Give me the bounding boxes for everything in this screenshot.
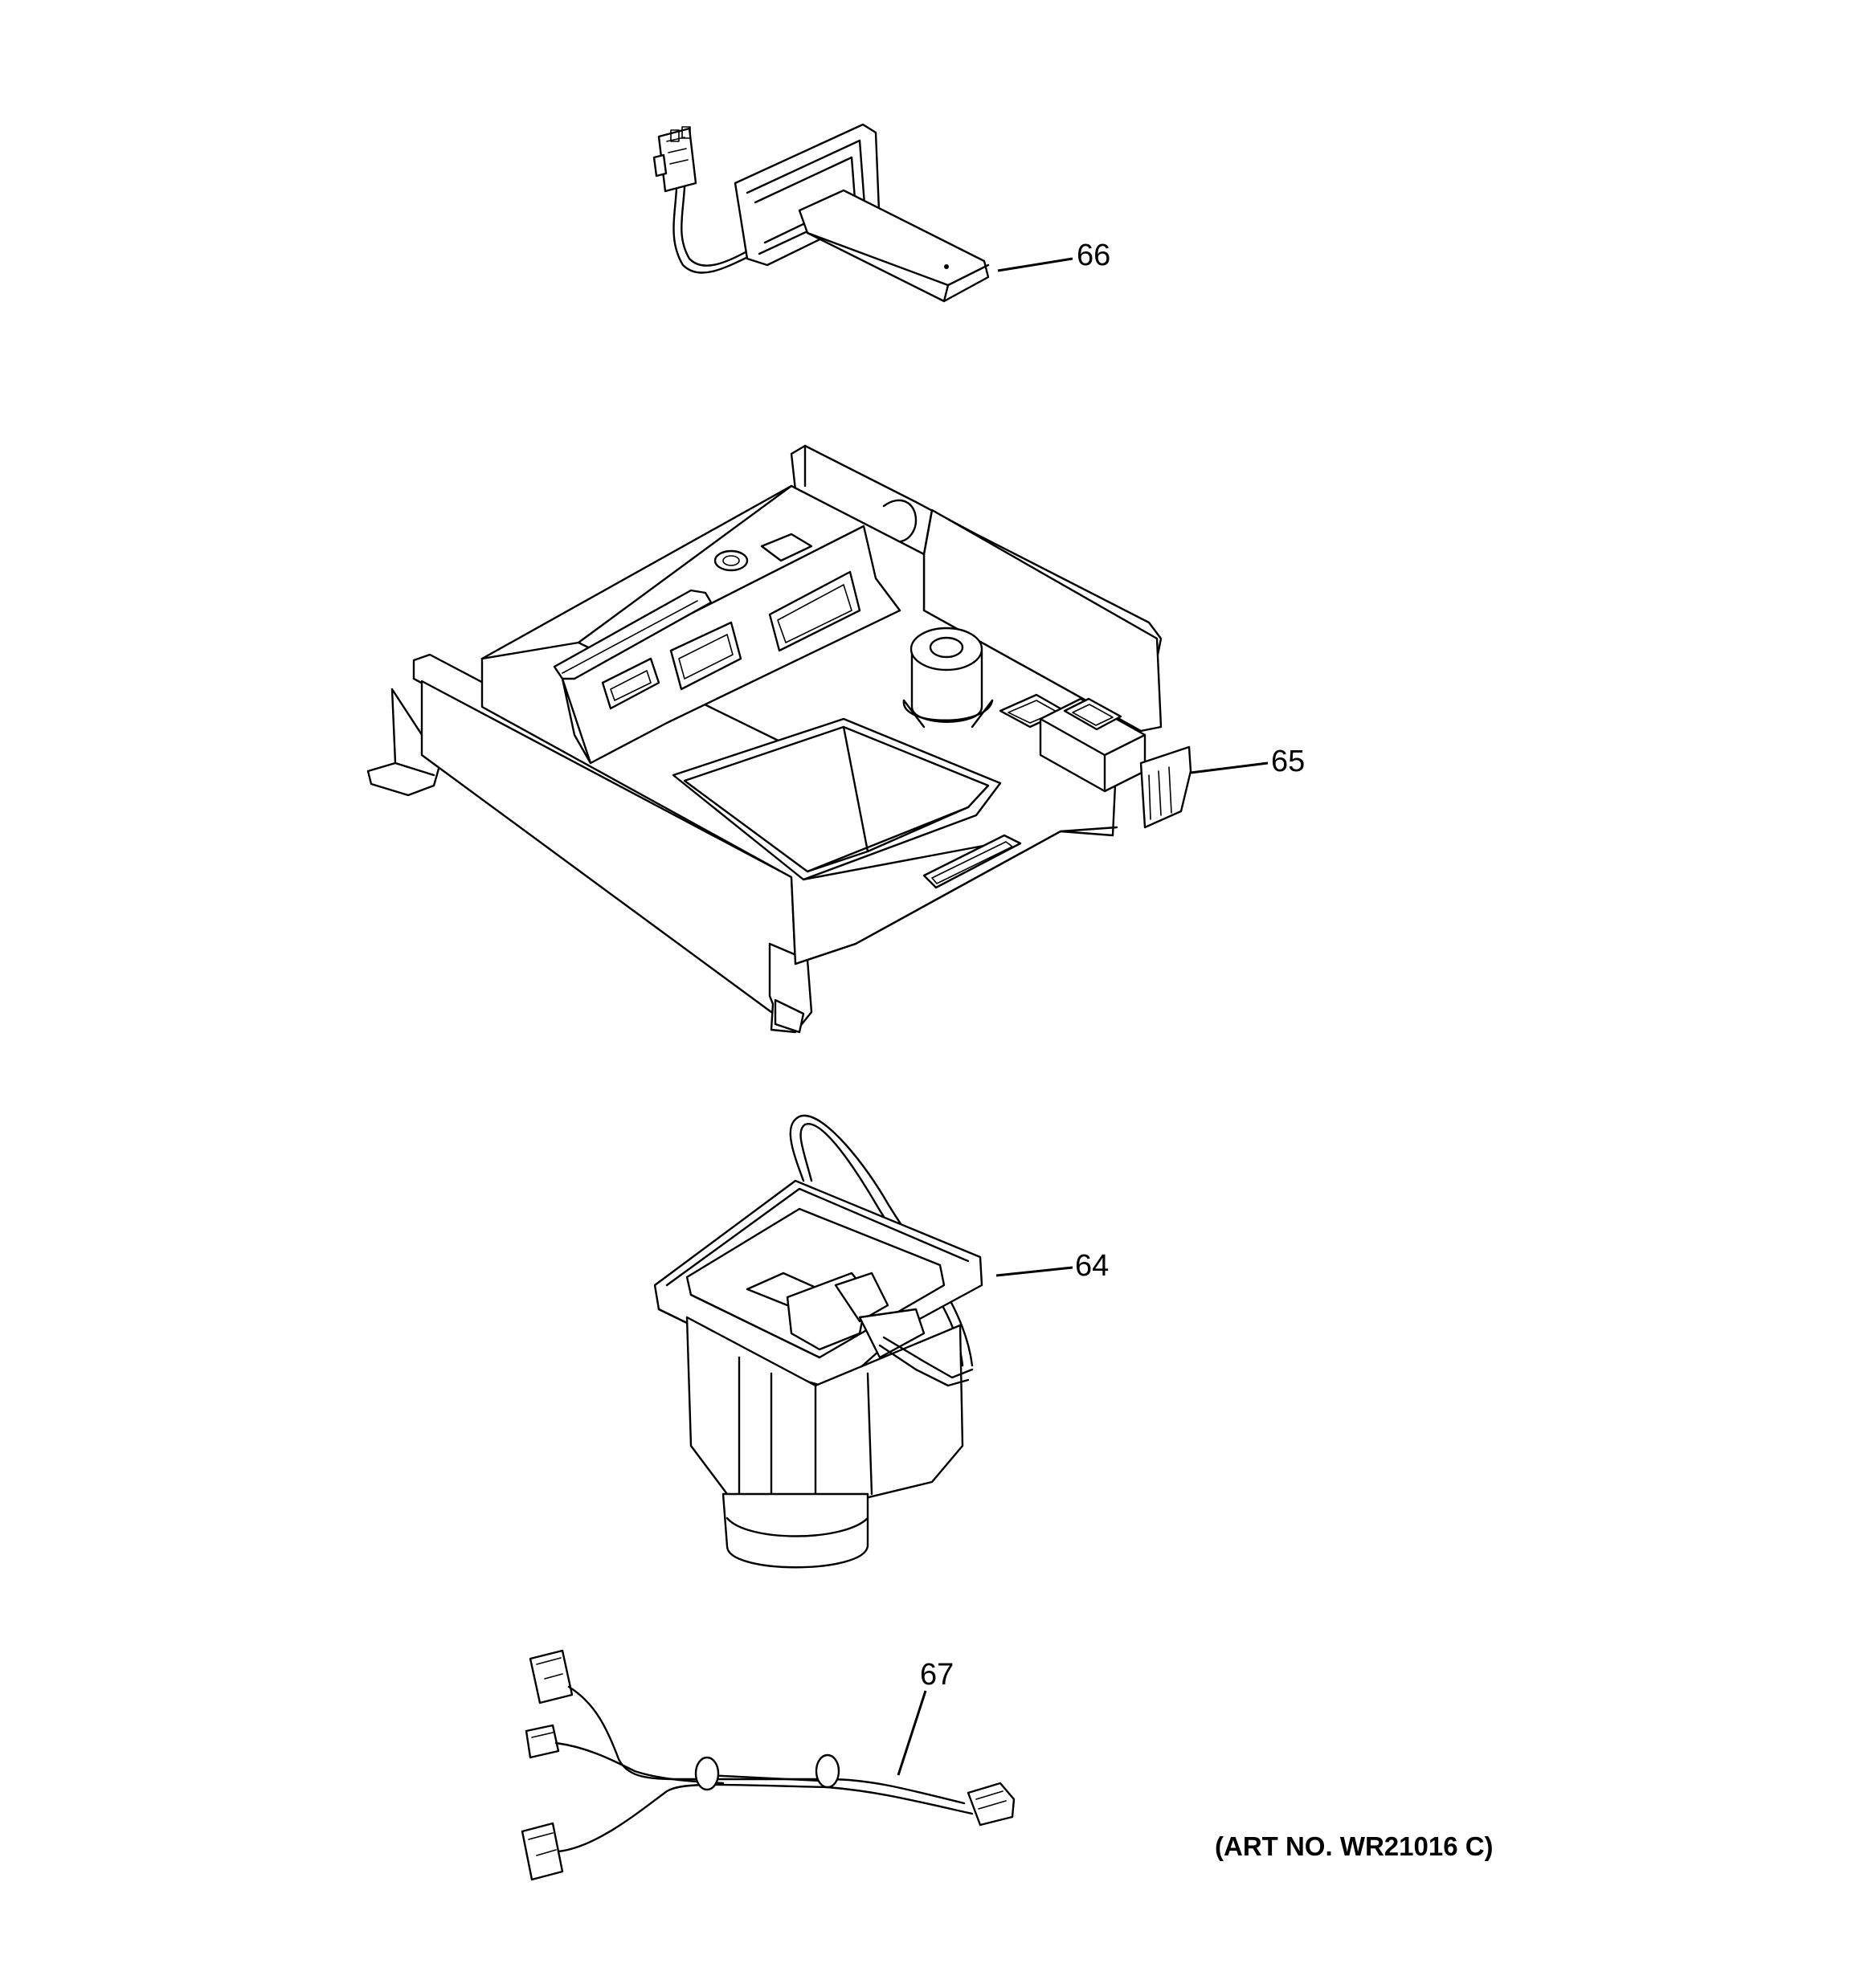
part-64-auger-motor: 64 [653, 1114, 1109, 1569]
part-67-wire-harness: 67 [521, 1649, 1016, 1881]
art-number-label: (ART NO. WR21016 C) [1215, 1831, 1494, 1861]
callout-65: 65 [1271, 745, 1305, 778]
part-66-paddle-switch: 66 [652, 123, 1110, 303]
callout-67: 67 [920, 1658, 954, 1692]
callout-66: 66 [1077, 239, 1110, 272]
callout-64: 64 [1075, 1249, 1109, 1283]
part-65-dispenser-housing: 65 [366, 444, 1305, 1034]
